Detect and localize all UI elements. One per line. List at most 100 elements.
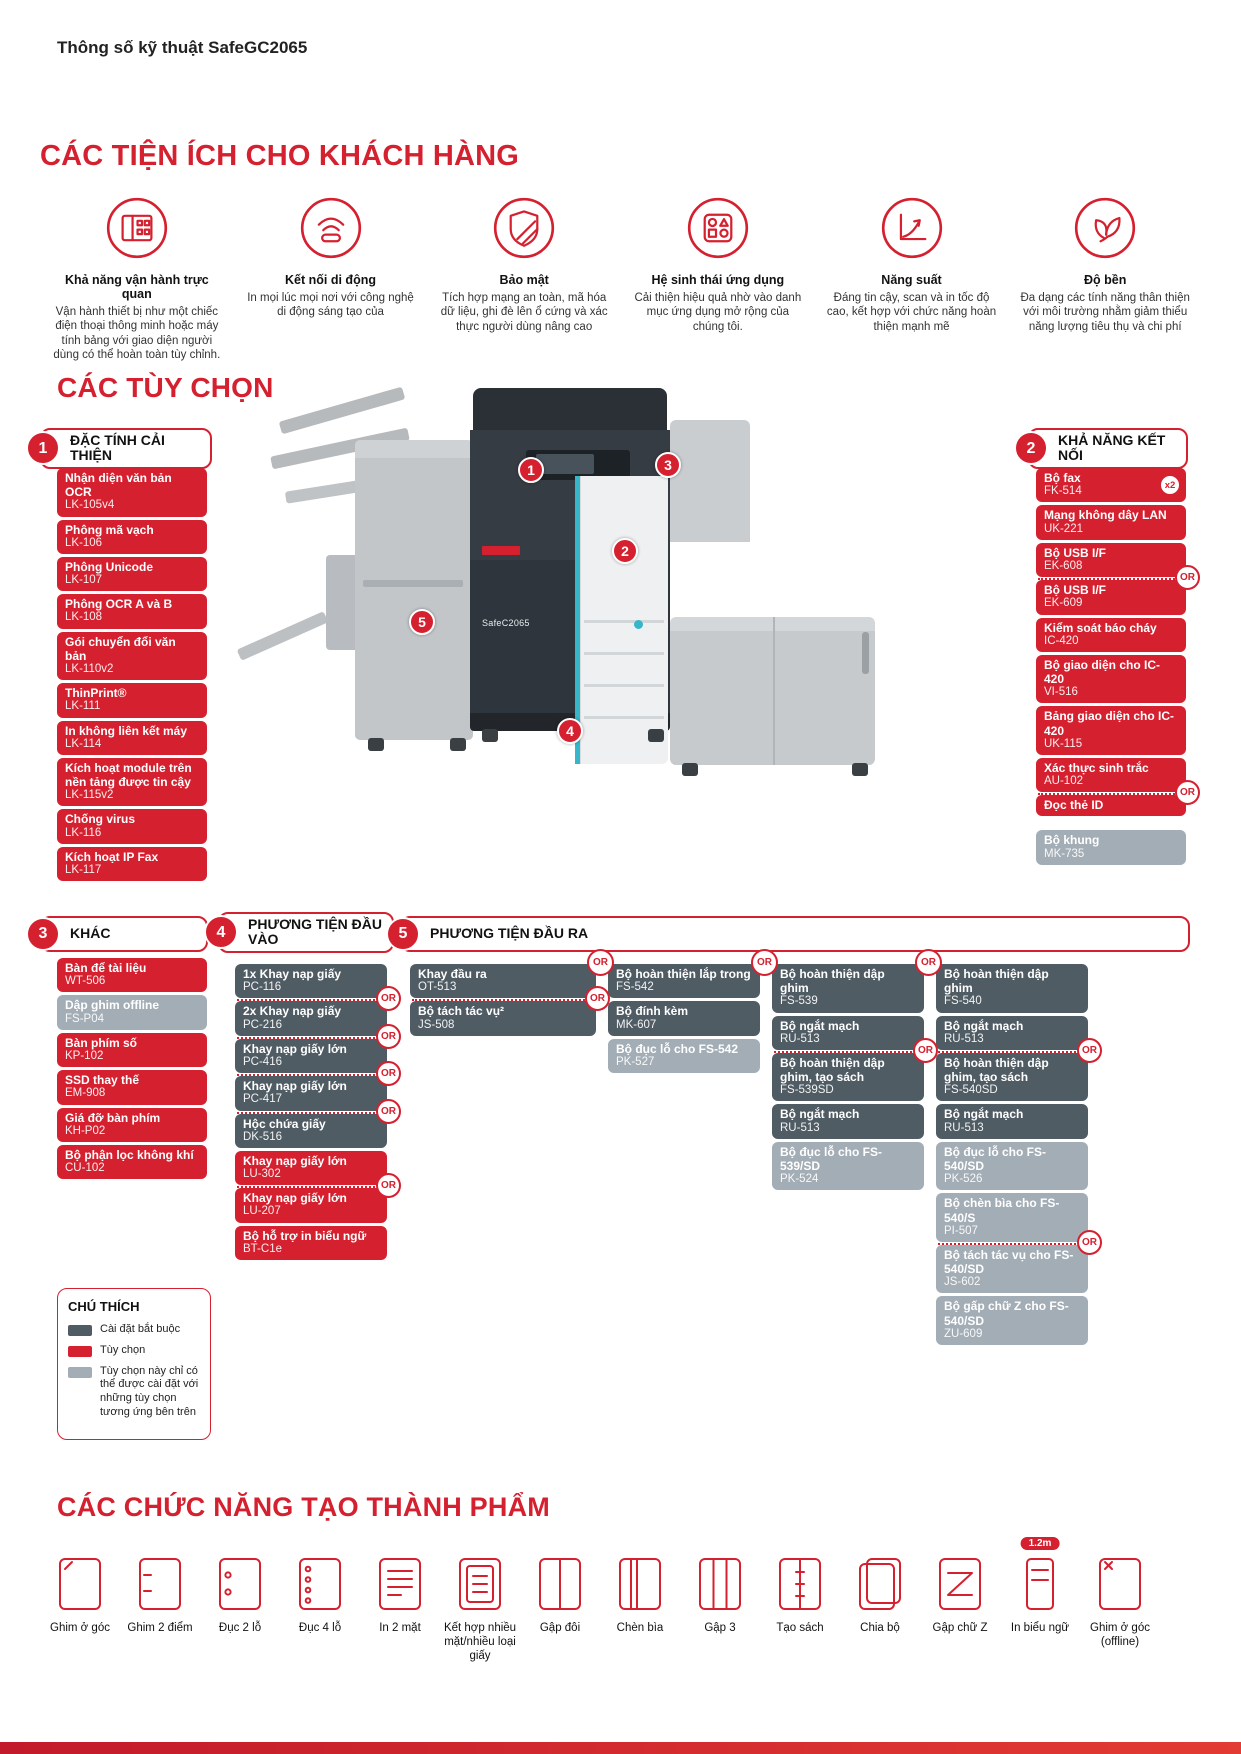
growth-chart-icon bbox=[881, 197, 942, 259]
offline-staple-icon bbox=[1099, 1558, 1141, 1610]
option-item: Phông Unicode LK-107 bbox=[57, 556, 207, 592]
group5-header: 5 PHƯƠNG TIỆN ĐẦU RA bbox=[386, 916, 1190, 952]
option-code: LK-115v2 bbox=[65, 789, 114, 802]
option-name: Bộ gấp chữ Z cho FS-540/SD bbox=[944, 1299, 1069, 1328]
option-code: LK-110v2 bbox=[65, 662, 114, 675]
finishing-item: Gập chữ Z bbox=[920, 1556, 1000, 1636]
finishing-item: Đục 4 lỗ bbox=[280, 1556, 360, 1636]
option-name: Dập ghim offline bbox=[65, 998, 159, 1013]
two-point-staple-icon bbox=[139, 1558, 181, 1610]
group5-column-3: OR Bộ hoàn thiện dập ghim FS-539 Bộ ngắt… bbox=[751, 949, 938, 1348]
option-name: In không liên kết máy bbox=[65, 723, 188, 738]
benefits-section: CÁC TIỆN ÍCH CHO KHÁCH HÀNG Khả năng vận… bbox=[40, 140, 1202, 363]
option-item: Bộ ngắt mạch RU-513 bbox=[936, 1104, 1088, 1139]
option-name: Bộ chèn bìa cho FS-540/S bbox=[944, 1196, 1060, 1225]
option-item: Bộ ngắt mạch RU-513 OR bbox=[772, 1015, 938, 1063]
group1-number-badge: 1 bbox=[26, 431, 60, 466]
option-code: FS-539 bbox=[780, 995, 818, 1008]
legend-label: Tùy chọn này chỉ có thể được cài đặt với… bbox=[100, 1364, 199, 1418]
finishing-item: 1.2m In biểu ngữ bbox=[1010, 1537, 1070, 1634]
group5-column-2: OR Bộ hoàn thiện lắp trong FS-542 Bộ đín… bbox=[587, 949, 760, 1348]
legend-swatch bbox=[68, 1366, 92, 1378]
option-name: Bộ USB I/F bbox=[1044, 583, 1106, 598]
lct-seam bbox=[773, 617, 775, 765]
option-name: Khay nạp giấy lớn bbox=[243, 1041, 347, 1056]
option-name: Bộ ngắt mạch bbox=[780, 1107, 860, 1122]
option-item: Khay nạp giấy lớn PC-416 OR bbox=[235, 1038, 401, 1087]
group5-number-badge: 5 bbox=[386, 917, 420, 951]
group5-columns: Khay đầu ra OT-513 OR Bộ tách tác vụ² JS… bbox=[410, 949, 1102, 1348]
power-indicator bbox=[634, 620, 643, 629]
option-code: EK-609 bbox=[1044, 597, 1083, 610]
tray-line bbox=[584, 684, 664, 687]
group5-column-1: Khay đầu ra OT-513 OR Bộ tách tác vụ² JS… bbox=[410, 964, 610, 1348]
finishing-item: Tạo sách bbox=[760, 1556, 840, 1636]
tray-line bbox=[584, 716, 664, 719]
option-item: Bộ hoàn thiện dập ghim FS-539 bbox=[772, 964, 924, 1013]
legend-label: Tùy chọn bbox=[100, 1343, 146, 1356]
option-name: Bộ ngắt mạch bbox=[780, 1018, 860, 1033]
wheel bbox=[682, 763, 698, 776]
option-name: Kiểm soát báo cháy bbox=[1044, 620, 1157, 635]
wheel bbox=[368, 738, 384, 751]
option-item: Khay nạp giấy lớn LU-302 OR bbox=[235, 1150, 401, 1199]
option-code: UK-115 bbox=[1044, 737, 1083, 750]
option-name: Bảng giao diện cho IC-420 bbox=[1044, 709, 1175, 738]
option-name: Bộ tách tác vụ² bbox=[418, 1004, 505, 1019]
relay-unit bbox=[670, 420, 750, 542]
option-code: JS-602 bbox=[944, 1276, 981, 1289]
option-name: Khay nạp giấy lớn bbox=[243, 1191, 347, 1206]
option-code: RU-513 bbox=[944, 1121, 984, 1134]
option-name: Bộ đục lỗ cho FS-540/SD bbox=[944, 1144, 1046, 1173]
finishing-item: Đục 2 lỗ bbox=[200, 1556, 280, 1636]
legend-title: CHÚ THÍCH bbox=[68, 1299, 140, 1314]
marker-2: 2 bbox=[612, 538, 638, 564]
or-badge: OR bbox=[376, 1061, 401, 1087]
brand-logo bbox=[482, 546, 520, 555]
option-name: Bộ hỗ trợ in biểu ngữ bbox=[243, 1228, 367, 1243]
x2-badge: x2 bbox=[1159, 474, 1181, 496]
or-badge: OR bbox=[376, 986, 401, 1012]
finishing-item: In 2 mặt bbox=[360, 1556, 440, 1636]
finisher-tray bbox=[278, 386, 406, 435]
accent-stripe bbox=[575, 476, 580, 764]
benefit-title: Khả năng vận hành trực quan bbox=[64, 273, 209, 301]
legend-label: Cài đặt bắt buộc bbox=[100, 1323, 181, 1335]
benefit-desc: Đáng tin cậy, scan và in tốc độ cao, kết… bbox=[826, 292, 997, 333]
option-code: PK-524 bbox=[780, 1173, 819, 1186]
option-code: OT-513 bbox=[418, 981, 457, 994]
group3-title: KHÁC bbox=[70, 925, 111, 942]
option-code: FS-539SD bbox=[780, 1084, 834, 1097]
option-code: FK-514 bbox=[1044, 485, 1082, 498]
tray-line bbox=[584, 620, 664, 623]
option-item: In không liên kết máy LK-114 bbox=[57, 720, 207, 755]
option-item: SSD thay thế EM-908 bbox=[57, 1070, 207, 1105]
option-item: Bảng giao diện cho IC-420 UK-115 bbox=[1036, 706, 1186, 755]
option-item: Nhận diện văn bản OCR LK-105v4 bbox=[57, 468, 207, 517]
option-code: FS-542 bbox=[616, 981, 654, 994]
option-code: PC-416 bbox=[243, 1055, 282, 1068]
or-badge: OR bbox=[1077, 1229, 1102, 1255]
or-badge: OR bbox=[1077, 1037, 1102, 1063]
option-code: LK-117 bbox=[65, 864, 102, 876]
group5-column-4: OR Bộ hoàn thiện dập ghim FS-540 Bộ ngắt… bbox=[915, 949, 1102, 1348]
option-item: Bàn phím số KP-102 bbox=[57, 1032, 207, 1068]
option-name: Phông Unicode bbox=[65, 559, 153, 574]
or-badge: OR bbox=[376, 1173, 401, 1199]
punch-4-hole-icon bbox=[299, 1558, 341, 1610]
marker-3: 3 bbox=[655, 452, 681, 478]
wheel bbox=[852, 763, 868, 776]
wheel bbox=[450, 738, 466, 751]
option-name: Đọc thẻ ID bbox=[1044, 798, 1104, 813]
legend-swatch bbox=[68, 1325, 92, 1336]
sort-icon bbox=[859, 1558, 901, 1610]
control-panel-icon bbox=[106, 197, 167, 259]
option-name: 1x Khay nạp giấy bbox=[243, 967, 342, 981]
option-code: UK-221 bbox=[1044, 522, 1083, 535]
marker-5: 5 bbox=[409, 609, 435, 635]
benefit-desc: Đa dạng các tính năng thân thiện với môi… bbox=[1020, 292, 1190, 333]
option-name: Bộ khung bbox=[1044, 833, 1100, 848]
benefits-row: Khả năng vận hành trực quan Vận hành thi… bbox=[40, 197, 1202, 363]
option-code: BT-C1e bbox=[243, 1242, 282, 1255]
option-code: ZU-609 bbox=[944, 1327, 983, 1340]
